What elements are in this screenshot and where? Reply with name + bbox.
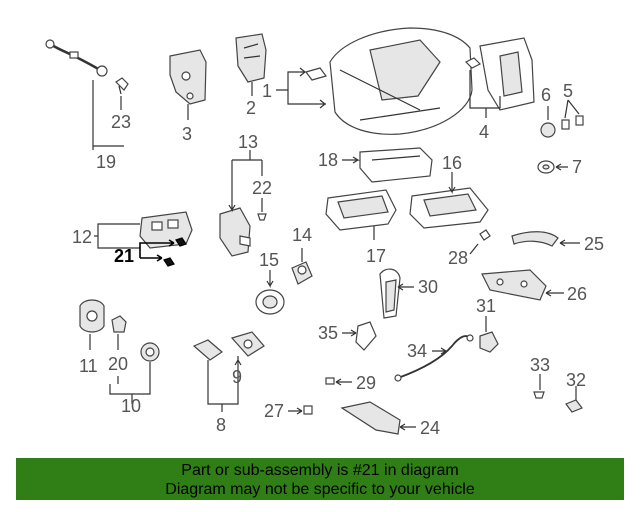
parts-diagram: 23 19 3 2 1 4 5 6 <box>45 27 604 438</box>
callout-35: 35 <box>318 323 338 343</box>
leader-29 <box>335 378 352 386</box>
leader-26 <box>545 289 564 297</box>
leader-21 <box>139 239 175 262</box>
callout-12: 12 <box>72 227 92 247</box>
leader-13 <box>228 150 263 213</box>
callout-6: 6 <box>541 85 551 105</box>
part-26-rail <box>481 269 547 301</box>
part-33-clip <box>533 391 545 399</box>
callout-1: 1 <box>262 81 272 101</box>
callout-2: 2 <box>246 98 256 118</box>
leader-16 <box>448 172 456 195</box>
callout-33: 33 <box>530 355 550 375</box>
callout-29: 29 <box>356 373 376 393</box>
leader-28 <box>469 243 479 255</box>
leader-8 <box>207 356 239 412</box>
part-25-trim <box>511 231 559 247</box>
leader-10 <box>109 362 151 404</box>
callout-27: 27 <box>264 401 284 421</box>
callout-19: 19 <box>96 152 116 172</box>
leader-1 <box>276 71 326 105</box>
part-34-cable <box>394 334 474 382</box>
callout-16: 16 <box>442 153 462 173</box>
part-20-socket <box>111 315 127 333</box>
leader-18 <box>342 156 361 164</box>
part-4-bezel <box>464 37 535 111</box>
part-17-box <box>325 189 397 231</box>
callout-31: 31 <box>476 296 496 316</box>
callout-3: 3 <box>182 124 192 144</box>
leader-24 <box>399 423 416 431</box>
callout-4: 4 <box>479 122 489 142</box>
callout-34: 34 <box>407 341 427 361</box>
callout-7: 7 <box>572 157 582 177</box>
callout-13: 13 <box>238 132 258 152</box>
callout-20: 20 <box>108 354 128 374</box>
part-23-clip <box>115 77 129 95</box>
callout-10: 10 <box>121 396 141 416</box>
part-1-clip <box>304 67 328 81</box>
callout-18: 18 <box>318 150 338 170</box>
callout-28: 28 <box>448 248 468 268</box>
part-18-tray <box>359 147 433 183</box>
callout-30: 30 <box>418 277 438 297</box>
callout-24: 24 <box>420 418 440 438</box>
part-21-screw <box>163 237 187 267</box>
leader-35 <box>342 329 357 337</box>
part-8-plug <box>192 339 223 361</box>
part-10-socket <box>140 342 160 362</box>
part-35-knob <box>355 321 377 351</box>
callout-11: 11 <box>79 356 98 376</box>
callout-21: 21 <box>114 246 134 266</box>
callout-14: 14 <box>292 225 312 245</box>
callout-8: 8 <box>216 415 226 435</box>
banner-line-2: Diagram may not be specific to your vehi… <box>165 481 475 498</box>
part-24-plate <box>340 401 401 435</box>
part-2-panel <box>235 33 267 83</box>
leader-12 <box>94 223 140 249</box>
part-31-bracket <box>479 331 499 353</box>
callout-25: 25 <box>584 234 604 254</box>
callout-15: 15 <box>259 250 279 270</box>
part-32-bulb <box>565 399 583 413</box>
leader-34 <box>432 347 447 355</box>
part-19-harness <box>45 39 108 77</box>
leader-19 <box>92 80 124 150</box>
part-1-console-body <box>329 27 473 135</box>
part-13-switch <box>219 207 251 257</box>
leader-4 <box>469 70 501 118</box>
leader-5 <box>564 99 580 119</box>
part-3-bracket <box>169 49 207 105</box>
callout-5: 5 <box>563 81 573 101</box>
callout-26: 26 <box>567 284 587 304</box>
part-15-ring <box>255 289 285 315</box>
part-11-housing <box>79 299 105 333</box>
leader-15 <box>266 270 274 289</box>
leader-27 <box>288 407 303 415</box>
callout-22: 22 <box>252 178 272 198</box>
info-banner: Part or sub-assembly is #21 in diagram D… <box>16 458 624 500</box>
part-30-shift-knob <box>379 268 401 319</box>
leader-30 <box>397 283 414 291</box>
leader-7 <box>555 163 568 171</box>
part-9-socket <box>230 331 265 357</box>
part-6-knob <box>540 122 556 138</box>
part-28-clip <box>479 229 491 241</box>
callout-17: 17 <box>366 246 386 266</box>
callout-32: 32 <box>566 370 586 390</box>
part-14-lighter <box>291 261 313 285</box>
callout-23: 23 <box>111 112 131 132</box>
part-27-clip <box>303 405 313 415</box>
part-22-screw <box>257 213 267 221</box>
banner-line-1: Part or sub-assembly is #21 in diagram <box>181 462 459 479</box>
callout-9: 9 <box>232 367 242 387</box>
part-5-bulbs <box>561 115 584 130</box>
leader-25 <box>559 239 580 247</box>
part-29-clip <box>325 377 335 385</box>
part-7-ring <box>537 160 555 174</box>
part-16-box <box>409 187 489 229</box>
